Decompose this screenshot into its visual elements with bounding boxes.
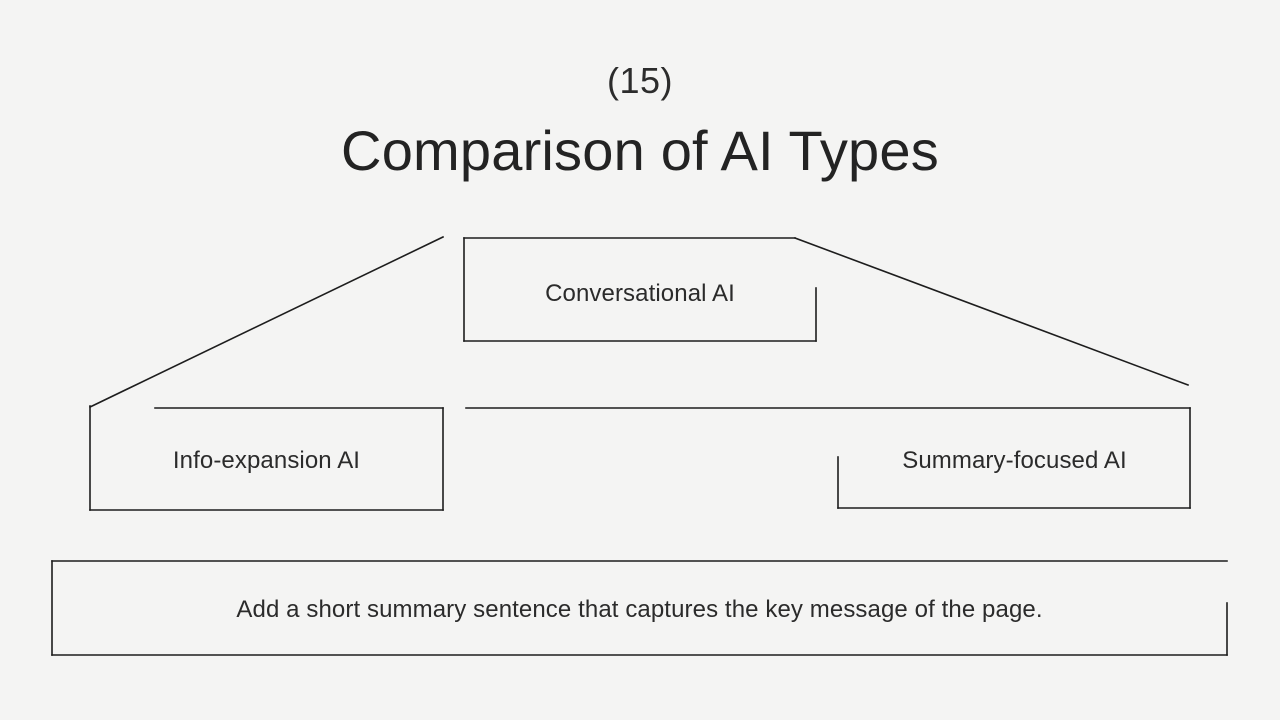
summary-sentence: Add a short summary sentence that captur… — [236, 596, 1043, 623]
node-label-summary-focused-ai: Summary-focused AI — [902, 447, 1127, 474]
node-info-expansion-ai[interactable] — [90, 406, 444, 511]
node-label-info-expansion-ai: Info-expansion AI — [172, 447, 361, 474]
connector-root-to-info-expansion — [88, 235, 445, 409]
node-conversational-ai[interactable] — [464, 238, 817, 342]
connector-root-to-summary-focused — [793, 236, 1190, 387]
summary-box[interactable] — [52, 561, 1228, 656]
page-title: Comparison of AI Types — [341, 119, 939, 182]
page-number: (15) — [606, 60, 674, 101]
node-label-conversational-ai: Conversational AI — [545, 280, 735, 307]
node-summary-focused-ai[interactable] — [838, 408, 1191, 509]
